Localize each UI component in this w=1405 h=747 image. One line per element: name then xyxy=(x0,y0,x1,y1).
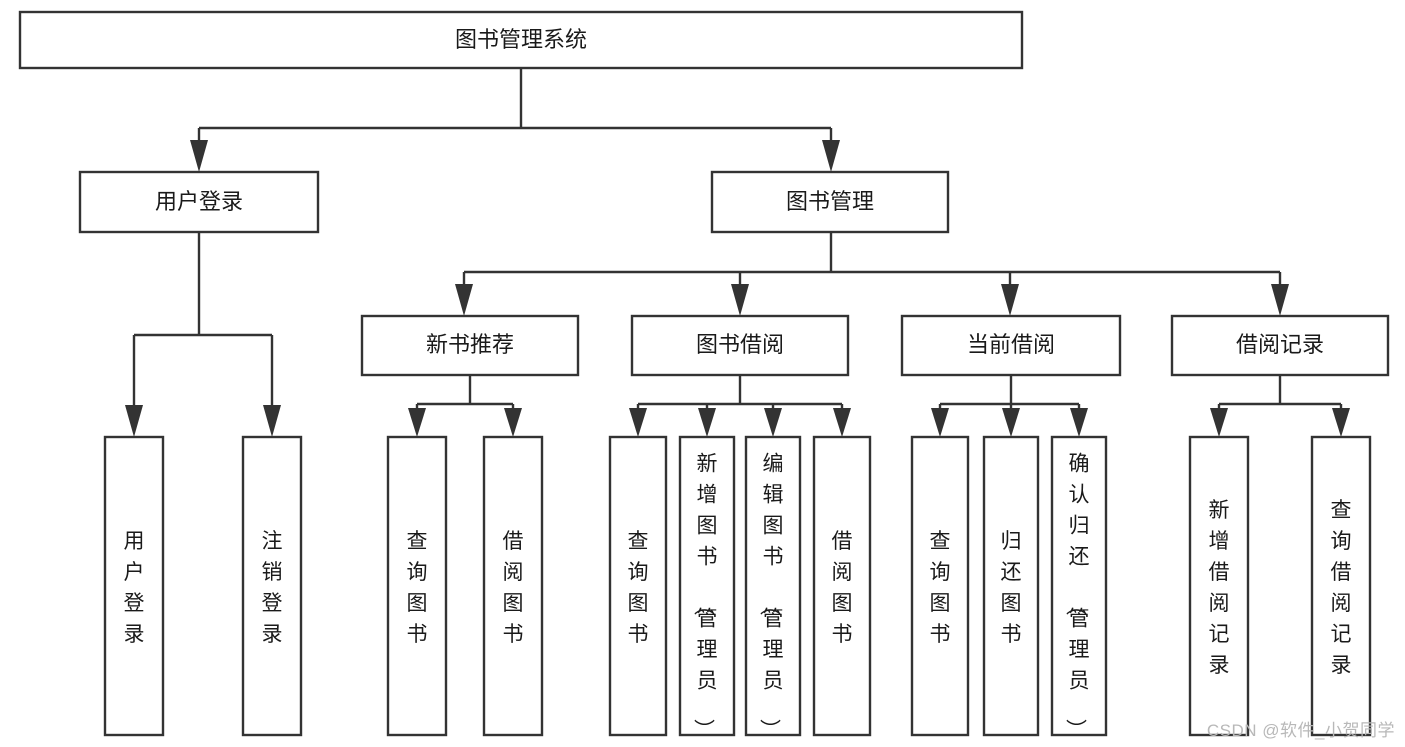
node-book-borrow[interactable]: 图书借阅 xyxy=(630,314,850,377)
arrowhead-leaf-add-book xyxy=(698,408,716,437)
node-borrow-record-label: 借阅记录 xyxy=(1236,332,1324,357)
leaf-node[interactable]: 查询借阅记录 xyxy=(1310,435,1372,737)
leaf-add-record-label: 新增借阅记录 xyxy=(1209,499,1230,677)
arrowhead-current-borrow xyxy=(1001,284,1019,316)
arrowhead-leaf-query-book-2 xyxy=(629,408,647,437)
leaf-node[interactable]: 新增图书（管理员） xyxy=(678,435,736,740)
leaf-node[interactable]: 新增借阅记录 xyxy=(1188,435,1250,737)
leaf-query-book-3-box[interactable] xyxy=(910,435,970,737)
leaf-return-book-box[interactable] xyxy=(982,435,1040,737)
leaf-user-login-box[interactable] xyxy=(103,435,165,737)
leaf-confirm-return-label: 确认归还（管理员） xyxy=(1064,453,1090,740)
node-current-borrow-box[interactable] xyxy=(900,314,1122,377)
arrowhead-leaf-query-book-3 xyxy=(931,408,949,437)
leaf-node[interactable]: 用户登录 xyxy=(103,435,165,737)
leaf-node[interactable]: 查询图书 xyxy=(910,435,970,737)
arrowhead-user-login xyxy=(190,140,208,172)
arrowhead-leaf-confirm-return xyxy=(1070,408,1088,437)
leaf-query-book-2-label: 查询图书 xyxy=(628,530,649,646)
leaf-node[interactable]: 注销登录 xyxy=(241,435,303,737)
node-root-label: 图书管理系统 xyxy=(455,27,587,52)
leaf-node[interactable]: 借阅图书 xyxy=(812,435,872,737)
leaf-edit-book-label: 编辑图书（管理员） xyxy=(758,453,784,740)
arrowhead-borrow-record xyxy=(1271,284,1289,316)
leaf-borrow-book-1-box[interactable] xyxy=(482,435,544,737)
arrowhead-book-borrow xyxy=(731,284,749,316)
node-user-login-label: 用户登录 xyxy=(155,189,243,214)
leaf-add-book-box[interactable] xyxy=(678,435,736,737)
leaf-node[interactable]: 查询图书 xyxy=(608,435,668,737)
node-user-login-box[interactable] xyxy=(78,170,320,234)
node-new-book-recommend-label: 新书推荐 xyxy=(426,332,514,357)
leaf-node[interactable]: 编辑图书（管理员） xyxy=(744,435,802,740)
node-book-management[interactable]: 图书管理 xyxy=(710,170,950,234)
leaf-query-record-label: 查询借阅记录 xyxy=(1331,499,1352,677)
leaf-query-book-2-box[interactable] xyxy=(608,435,668,737)
arrowhead-leaf-logout xyxy=(263,405,281,437)
node-book-borrow-box[interactable] xyxy=(630,314,850,377)
node-root-box[interactable] xyxy=(18,10,1024,70)
node-new-book-recommend[interactable]: 新书推荐 xyxy=(360,314,580,377)
leaf-query-book-1-box[interactable] xyxy=(386,435,448,737)
arrowhead-leaf-edit-book xyxy=(764,408,782,437)
arrowhead-new-book xyxy=(455,284,473,316)
leaf-add-book-label: 新增图书（管理员） xyxy=(692,453,718,740)
arrowhead-leaf-query-record xyxy=(1332,408,1350,437)
leaf-borrow-book-2-box[interactable] xyxy=(812,435,872,737)
node-root[interactable]: 图书管理系统 xyxy=(18,10,1024,70)
leaf-node[interactable]: 查询图书 xyxy=(386,435,448,737)
leaf-node-layer: 用户登录 注销登录 查询图书 借阅图书 查询图书 新增图书（管理员） 编辑图书（管理员） 借阅… xyxy=(103,435,1372,740)
leaf-user-login-label: 用户登录 xyxy=(124,530,145,646)
arrowhead-leaf-return-book xyxy=(1002,408,1020,437)
watermark-text: CSDN @软件_小贺同学 xyxy=(1206,721,1395,740)
arrowhead-leaf-user-login xyxy=(125,405,143,437)
leaf-node[interactable]: 借阅图书 xyxy=(482,435,544,737)
leaf-query-book-3-label: 查询图书 xyxy=(930,530,951,646)
arrowhead-book-mgmt xyxy=(822,140,840,172)
arrowhead-leaf-borrow-book-2 xyxy=(833,408,851,437)
node-book-management-box[interactable] xyxy=(710,170,950,234)
leaf-borrow-book-2-label: 借阅图书 xyxy=(832,530,853,646)
leaf-add-record-box[interactable] xyxy=(1188,435,1250,737)
leaf-query-record-box[interactable] xyxy=(1310,435,1372,737)
connector-layer xyxy=(125,68,1350,437)
node-borrow-record-box[interactable] xyxy=(1170,314,1390,377)
leaf-node[interactable]: 归还图书 xyxy=(982,435,1040,737)
leaf-edit-book-box[interactable] xyxy=(744,435,802,737)
leaf-logout-label: 注销登录 xyxy=(262,530,283,646)
arrowhead-leaf-add-record xyxy=(1210,408,1228,437)
leaf-query-book-1-label: 查询图书 xyxy=(407,530,428,646)
leaf-node[interactable]: 确认归还（管理员） xyxy=(1050,435,1108,740)
node-user-login[interactable]: 用户登录 xyxy=(78,170,320,234)
leaf-return-book-label: 归还图书 xyxy=(1001,530,1022,646)
node-borrow-record[interactable]: 借阅记录 xyxy=(1170,314,1390,377)
leaf-confirm-return-box[interactable] xyxy=(1050,435,1108,737)
node-new-book-recommend-box[interactable] xyxy=(360,314,580,377)
arrowhead-leaf-borrow-book-1 xyxy=(504,408,522,437)
arrowhead-leaf-query-book-1 xyxy=(408,408,426,437)
node-book-management-label: 图书管理 xyxy=(786,189,874,214)
node-book-borrow-label: 图书借阅 xyxy=(696,332,784,357)
leaf-logout-box[interactable] xyxy=(241,435,303,737)
node-current-borrow[interactable]: 当前借阅 xyxy=(900,314,1122,377)
node-current-borrow-label: 当前借阅 xyxy=(967,332,1055,357)
leaf-borrow-book-1-label: 借阅图书 xyxy=(503,530,524,646)
